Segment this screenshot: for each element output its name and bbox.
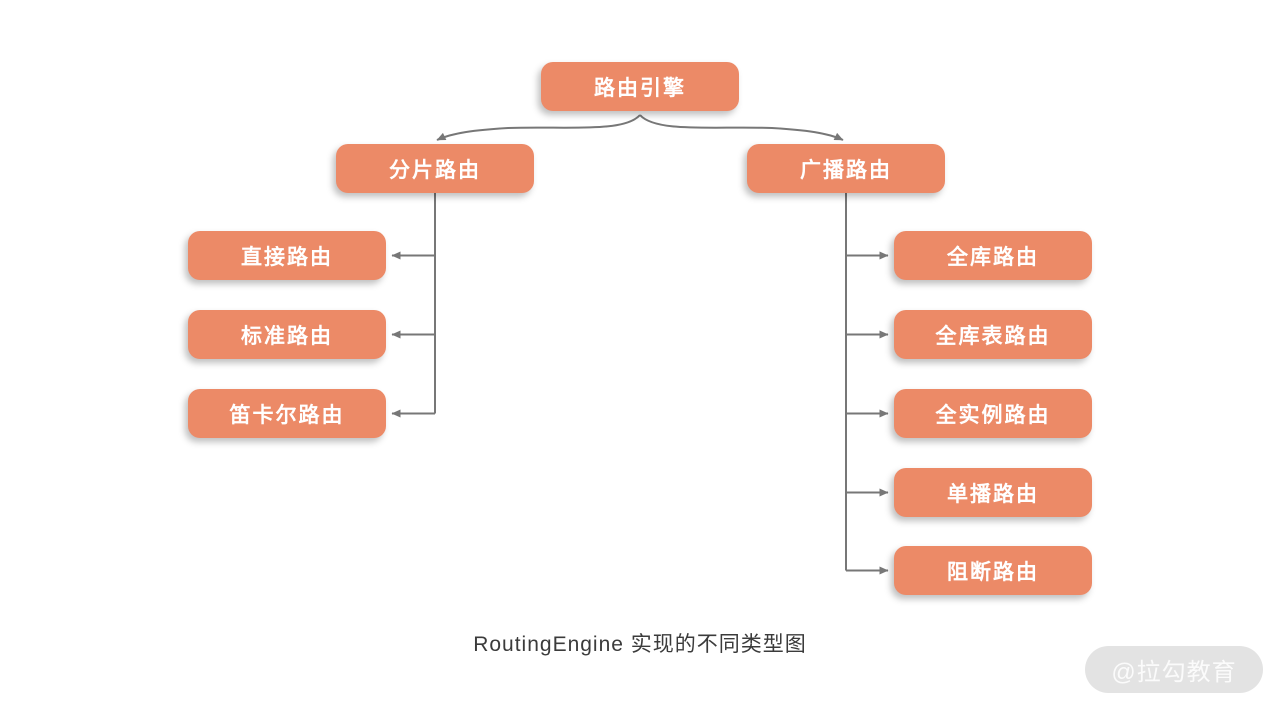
connector-root-to-broadcast <box>639 114 844 141</box>
node-standard-routing: 标准路由 <box>188 310 386 359</box>
node-cartesian-routing: 笛卡尔路由 <box>188 389 386 438</box>
node-full-database-routing: 全库路由 <box>894 231 1092 280</box>
node-full-instance-routing: 全实例路由 <box>894 389 1092 438</box>
node-unicast-routing: 单播路由 <box>894 468 1092 517</box>
node-broadcast-routing: 广播路由 <box>747 144 945 193</box>
node-full-database-table-routing: 全库表路由 <box>894 310 1092 359</box>
node-sharding-routing: 分片路由 <box>336 144 534 193</box>
node-routing-engine: 路由引擎 <box>541 62 739 111</box>
connector-root-to-sharding <box>436 114 641 141</box>
node-direct-routing: 直接路由 <box>188 231 386 280</box>
diagram-caption: RoutingEngine 实现的不同类型图 <box>473 633 807 656</box>
node-blocking-routing: 阻断路由 <box>894 546 1092 595</box>
watermark-badge: @拉勾教育 <box>1085 646 1263 693</box>
